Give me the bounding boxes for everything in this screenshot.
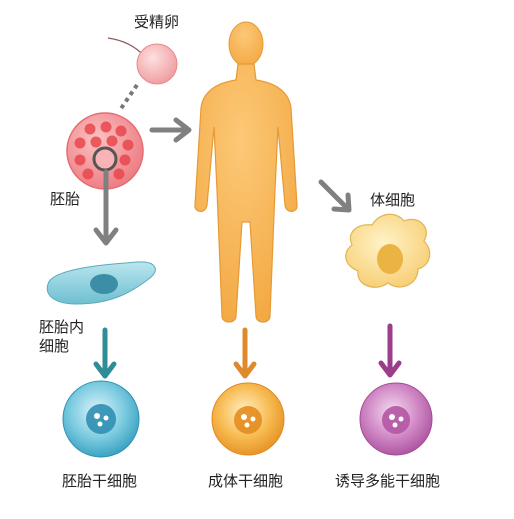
human-body	[194, 21, 298, 323]
somatic-cell-label: 体细胞	[370, 191, 416, 209]
adult-stem-cell-label: 成体干细胞	[208, 472, 284, 490]
embryo-label: 胚胎	[50, 190, 81, 208]
arrow-embryo-to-inner-cell-mass	[93, 169, 119, 246]
arrow-to-embryonic-stem-cell	[93, 327, 117, 379]
arrow-body-to-somatic-cell	[318, 179, 352, 213]
fertilized-egg-label: 受精卵	[134, 13, 180, 31]
dotted-connector	[118, 83, 139, 112]
arrow-embryo-to-body	[149, 117, 192, 143]
induced-pluripotent-stem-cell	[359, 382, 433, 456]
embryonic-stem-cell-label: 胚胎干细胞	[62, 472, 138, 490]
inner-cell-mass	[46, 261, 156, 305]
inner-cell-mass-label: 胚胎内 细胞	[39, 318, 105, 356]
arrow-to-adult-stem-cell	[233, 327, 257, 379]
inner-cell-mass-label-line2: 细胞	[39, 337, 70, 355]
arrow-to-induced-pluripotent-stem-cell	[378, 323, 402, 378]
inner-cell-mass-highlight	[92, 146, 118, 172]
fertilized-egg	[107, 37, 178, 85]
embryonic-stem-cell	[62, 380, 140, 458]
inner-cell-mass-label-line1: 胚胎内	[39, 318, 85, 336]
embryo	[66, 112, 144, 190]
induced-pluripotent-stem-cell-label: 诱导多能干细胞	[335, 472, 441, 490]
adult-stem-cell	[211, 382, 285, 456]
somatic-cell	[345, 213, 431, 288]
